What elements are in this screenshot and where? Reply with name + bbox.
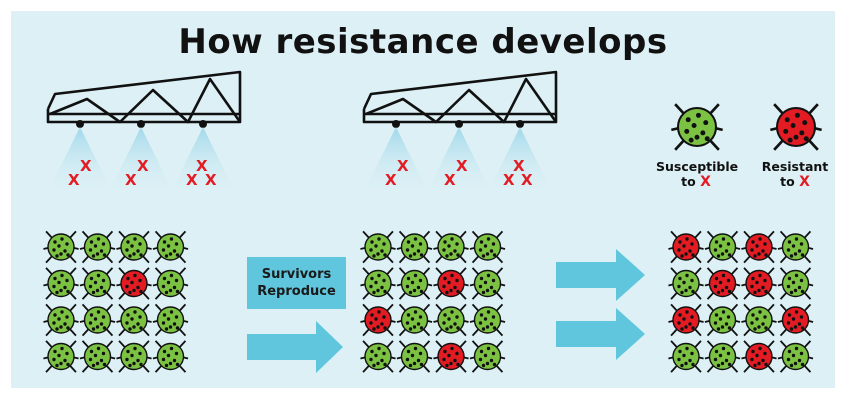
susceptible-bug [433,230,469,264]
sprayer-2 [362,70,558,192]
arrow-right [556,308,645,360]
resistant-bug [668,303,704,337]
susceptible-bug [360,230,396,264]
process-label-line2: Reproduce [257,284,336,299]
susceptible-bug [469,267,506,300]
resistant-bug [433,340,469,373]
spray-mark: X [196,157,208,175]
spray-mark: X [80,157,92,175]
susceptible-bug [396,230,433,264]
resistant-bug [741,230,777,264]
spray-mark: X [444,171,456,189]
susceptible-bug [396,267,433,300]
susceptible-bug [43,303,79,337]
resistant-bug [741,340,777,373]
susceptible-bug [704,230,741,264]
susceptible-bug [777,230,814,264]
susceptible-bug [79,340,116,373]
arrow-right [247,321,343,373]
resistant-bug [777,303,814,337]
susceptible-bug [116,340,152,373]
legend-resistant-mark: X [799,174,810,190]
susceptible-bug [79,230,116,264]
spray-marks: X X X X X X X X X X X X X X [68,157,533,189]
susceptible-bug [79,303,116,337]
spray-mark: X [397,157,409,175]
resistant-bug [704,267,741,300]
susceptible-bug [152,340,189,373]
susceptible-bug [469,303,506,337]
susceptible-bug [396,340,433,373]
susceptible-bug [704,303,741,337]
susceptible-bug [43,267,79,300]
susceptible-bug [741,303,777,337]
spray-mark: X [503,171,515,189]
susceptible-bug [433,303,469,337]
process-label-line1: Survivors [261,267,332,282]
spray-mark: X [68,171,80,189]
susceptible-bug [360,267,396,300]
survivors-reproduce-label: Survivors Reproduce [247,257,346,309]
resistant-bug [433,267,469,300]
spray-mark: X [205,171,217,189]
legend-susceptible: Susceptible to X [656,159,739,190]
legend-resistant-line1: Resistant [761,159,829,174]
susceptible-bug [396,303,433,337]
legend-susceptible-mark: X [700,174,711,190]
spray-mark: X [456,157,468,175]
sprayer-1 [46,70,242,192]
resistant-bug [770,103,822,151]
susceptible-bug [360,340,396,373]
spray-mark: X [125,171,137,189]
susceptible-bug [152,230,189,264]
susceptible-bug [668,267,704,300]
legend-resistant-line2: to [780,174,795,189]
susceptible-bug [777,340,814,373]
susceptible-bug [704,340,741,373]
arrow-right [556,249,645,301]
susceptible-bug [668,340,704,373]
legend-susceptible-line2: to [681,174,696,189]
spray-mark: X [385,171,397,189]
susceptible-bug [777,267,814,300]
diagram-title: How resistance develops [178,22,668,62]
susceptible-bug [469,340,506,373]
spray-mark: X [513,157,525,175]
susceptible-bug [43,340,79,373]
susceptible-bug [116,230,152,264]
susceptible-bug [152,303,189,337]
legend-susceptible-line1: Susceptible [656,159,739,174]
legend-resistant: Resistant to X [755,159,835,190]
resistant-bug [116,267,152,300]
susceptible-bug [116,303,152,337]
susceptible-bug [152,267,189,300]
spray-mark: X [521,171,533,189]
resistant-bug [741,267,777,300]
susceptible-bug [43,230,79,264]
susceptible-bug [671,103,723,151]
arrows [247,249,645,373]
spray-mark: X [137,157,149,175]
resistant-bug [360,303,396,337]
spray-mark: X [186,171,198,189]
resistant-bug [668,230,704,264]
susceptible-bug [469,230,506,264]
susceptible-bug [79,267,116,300]
